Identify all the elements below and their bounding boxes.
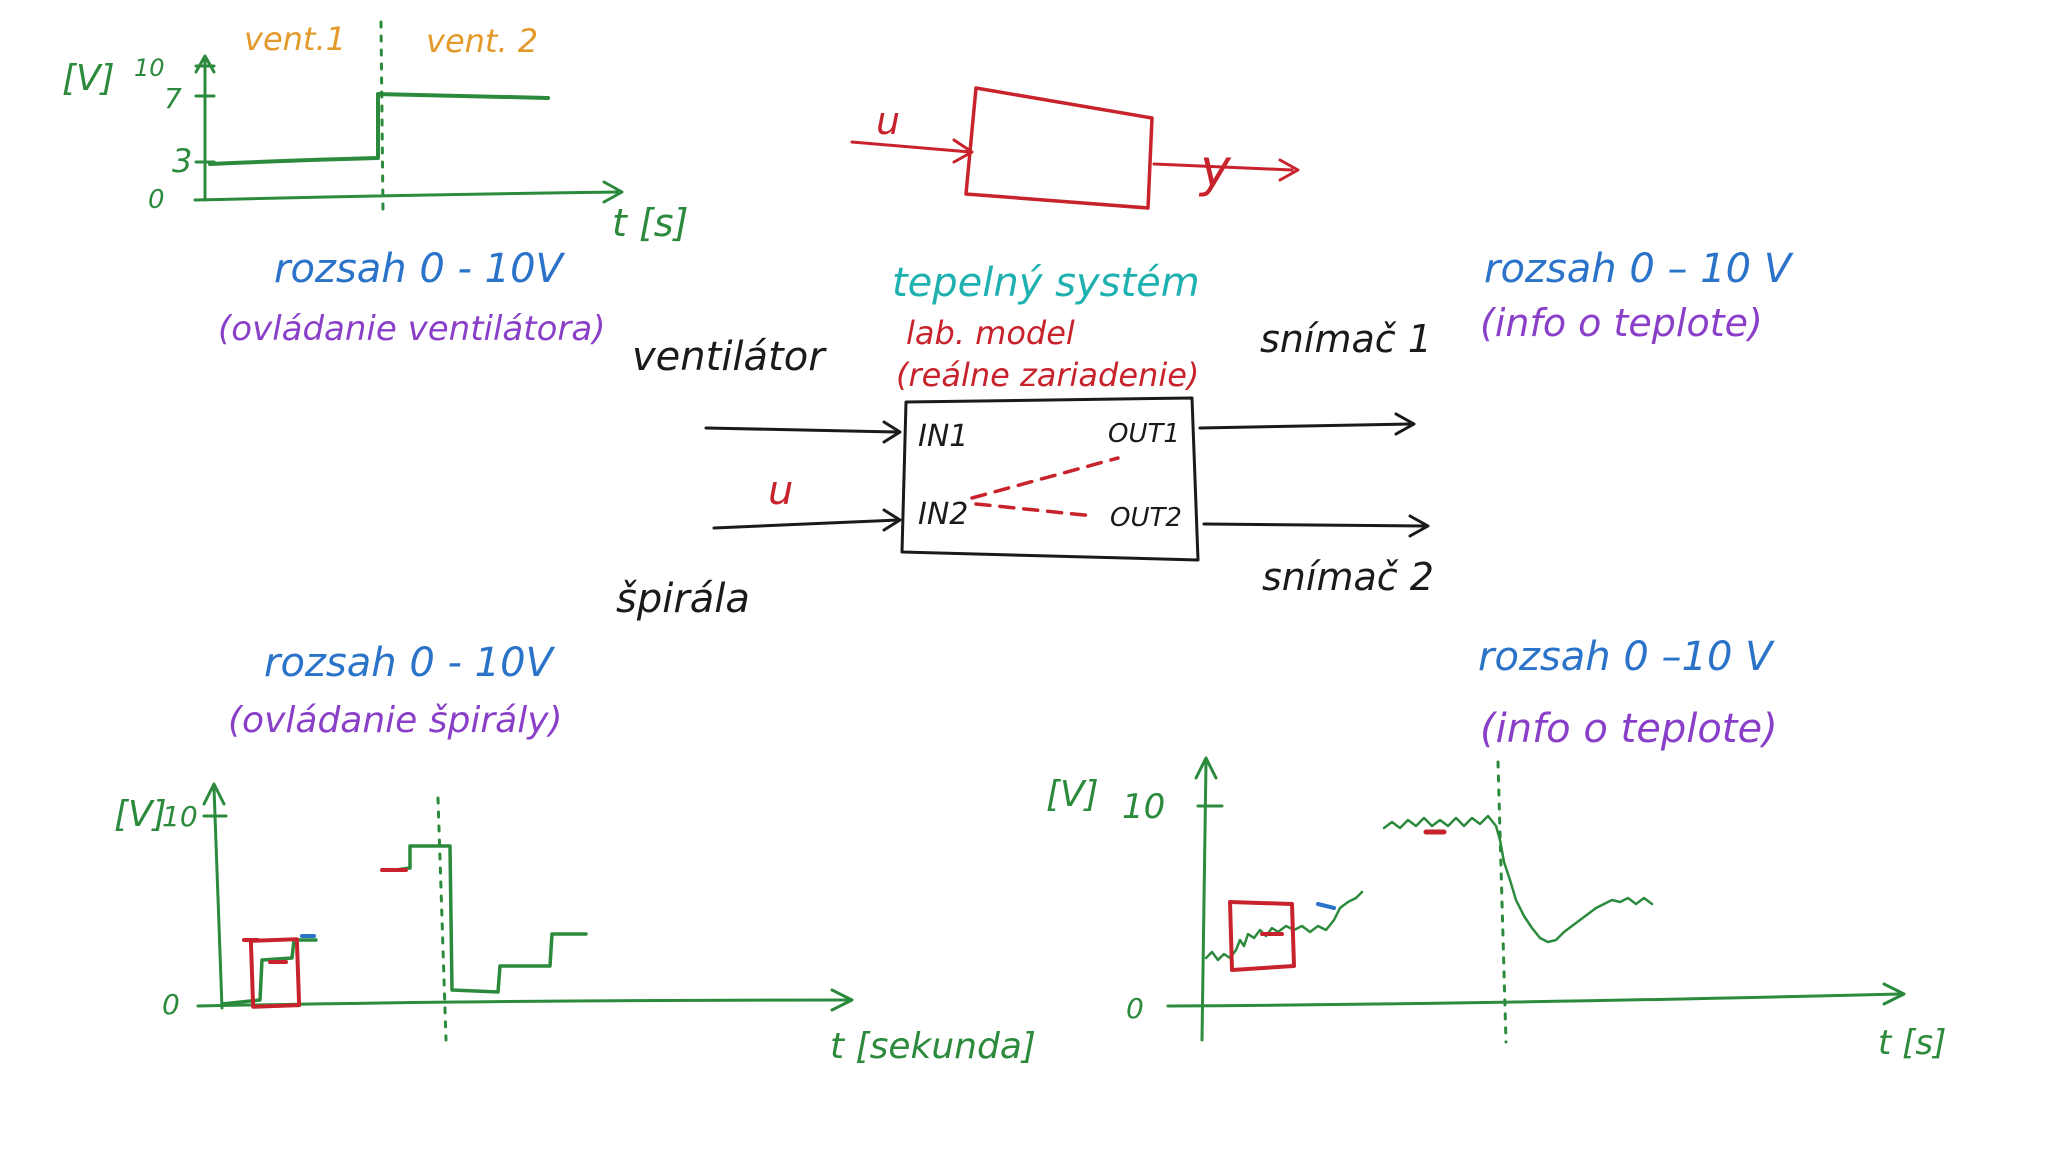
temp-response-curve xyxy=(1204,814,1654,962)
spiral-range-note: (ovládanie špirály) xyxy=(228,700,563,741)
sensor1-output-arrowhead xyxy=(1394,412,1416,436)
small-block-input-arrowhead xyxy=(952,138,974,164)
spiral-input-arrow xyxy=(712,518,900,530)
temp-plot-ytick-10-label: 10 xyxy=(1122,787,1165,827)
system-in1-label: IN1 xyxy=(918,419,968,454)
fan-plot-ylabel: [V] xyxy=(62,58,115,99)
small-block-box xyxy=(964,86,1154,210)
coupling-in2-out1 xyxy=(970,456,1120,500)
fan-plot-x-axis xyxy=(193,190,622,202)
fan-input-label: ventilátor xyxy=(632,334,827,380)
system-out2-label: OUT2 xyxy=(1110,503,1182,533)
fan-voltage-plot: [V] 10 7 3 0 t [s] vent.1 vent. 2 xyxy=(62,20,688,245)
fan-input-arrow xyxy=(704,426,900,434)
temp-plot-y-arrow xyxy=(1194,756,1218,780)
system-box xyxy=(900,396,1200,562)
spiral-phase-separator xyxy=(436,796,448,1042)
spiral-plot-ytick-10-label: 10 xyxy=(162,800,198,833)
temp-plot-xlabel: t [s] xyxy=(1878,1023,1946,1063)
fan-plot-xlabel: t [s] xyxy=(612,201,688,245)
sensor1-range-note: (info o teplote) xyxy=(1480,301,1763,345)
sensor2-output-arrow xyxy=(1202,522,1426,528)
spiral-plot-xlabel: t [sekunda] xyxy=(830,1026,1036,1067)
temp-plot-x-axis xyxy=(1166,992,1902,1008)
temp-blue-mark xyxy=(1316,902,1336,910)
temp-highlight-box xyxy=(1228,900,1296,972)
fan-range-label: rozsah 0 - 10V xyxy=(274,246,566,292)
fan-plot-ytick-3-label: 3 xyxy=(172,142,192,180)
fan-plot-ytick-10-label: 10 xyxy=(134,54,165,82)
temp-plot-ylabel: [V] xyxy=(1046,774,1099,815)
small-block-output-label: y xyxy=(1198,139,1232,199)
thermal-system-block: tepelný systém lab. model (reálne zariad… xyxy=(616,260,1434,622)
spiral-highlight-box xyxy=(248,937,302,1009)
fan-step-signal xyxy=(208,92,550,166)
sensor1-range-label: rozsah 0 – 10 V xyxy=(1484,246,1794,292)
spiral-input-arrowhead xyxy=(882,508,902,532)
system-in2-label: IN2 xyxy=(918,497,968,532)
spiral-voltage-plot: [V] 10 0 t [sekunda] xyxy=(114,782,1036,1067)
small-block-input-label: u xyxy=(876,99,900,143)
temp-plot-y-axis xyxy=(1200,760,1208,1042)
small-block-input-arrow xyxy=(850,140,972,154)
fan-range-note: (ovládanie ventilátora) xyxy=(218,309,605,349)
small-block-diagram: u y xyxy=(850,86,1300,210)
fan-phase1-label: vent.1 xyxy=(244,20,346,58)
spiral-range-label: rozsah 0 - 10V xyxy=(264,640,556,686)
temperature-plot: [V] 10 0 t [s] xyxy=(1046,756,1946,1063)
spiral-input-label: špirála xyxy=(616,576,750,622)
coupling-in2-out2 xyxy=(974,502,1096,518)
spiral-plot-ytick-0-label: 0 xyxy=(162,988,180,1021)
spiral-plot-x-arrow xyxy=(830,988,854,1012)
sensor2-range-label: rozsah 0 –10 V xyxy=(1478,634,1775,680)
system-subtitle: lab. model xyxy=(906,314,1075,352)
system-title: tepelný systém xyxy=(892,260,1200,306)
fan-plot-ytick-7-label: 7 xyxy=(164,82,182,115)
sensor2-label: snímač 2 xyxy=(1262,555,1434,599)
sensor2-range-note: (info o teplote) xyxy=(1480,706,1778,752)
temp-phase-separator xyxy=(1496,760,1508,1044)
fan-plot-ytick-0-label: 0 xyxy=(148,185,165,215)
spiral-plot-ylabel: [V] xyxy=(114,794,167,835)
small-block-output-arrow xyxy=(1152,162,1294,172)
fan-plot-x-arrow xyxy=(602,180,624,204)
sensor2-output-arrowhead xyxy=(1408,514,1430,538)
system-subtitle2: (reálne zariadenie) xyxy=(896,356,1199,394)
small-block-output-arrowhead xyxy=(1278,158,1300,182)
fan-input-arrowhead xyxy=(882,420,902,444)
system-out1-label: OUT1 xyxy=(1108,419,1180,449)
spiral-plot-y-arrow xyxy=(202,782,226,806)
sensor1-label: snímač 1 xyxy=(1260,317,1432,361)
fan-phase-separator xyxy=(379,20,385,214)
temp-plot-ytick-0-label: 0 xyxy=(1126,992,1144,1025)
temp-plot-x-arrow xyxy=(1882,982,1906,1006)
spiral-plot-y-axis xyxy=(212,786,224,1010)
fan-phase2-label: vent. 2 xyxy=(426,22,538,60)
sensor1-output-arrow xyxy=(1198,422,1412,430)
spiral-u-label: u xyxy=(768,468,793,514)
